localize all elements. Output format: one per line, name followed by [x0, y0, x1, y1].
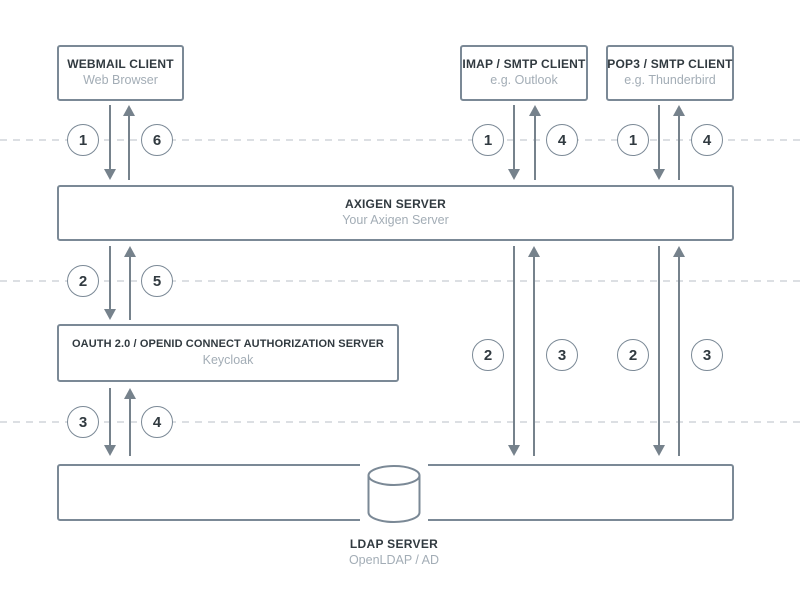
node-subtitle: e.g. Thunderbird: [624, 73, 716, 87]
arrow-up-icon: [673, 246, 685, 456]
lane-divider: [0, 421, 800, 423]
database-cylinder-icon: [360, 461, 428, 527]
node-title: IMAP / SMTP CLIENT: [462, 57, 586, 71]
step-badge: 2: [472, 339, 504, 371]
node-pop3-smtp-client: POP3 / SMTP CLIENT e.g. Thunderbird: [606, 45, 734, 101]
arrow-up-icon: [673, 105, 685, 180]
arrow-up-icon: [123, 105, 135, 180]
node-subtitle: e.g. Outlook: [490, 73, 558, 87]
step-badge: 4: [546, 124, 578, 156]
node-title: AXIGEN SERVER: [344, 197, 447, 211]
step-badge: 4: [691, 124, 723, 156]
step-badge: 2: [617, 339, 649, 371]
node-subtitle: OpenLDAP / AD: [348, 553, 440, 567]
arrow-up-icon: [528, 246, 540, 456]
arrow-down-icon: [104, 246, 116, 320]
step-badge: 3: [691, 339, 723, 371]
lane-divider: [0, 280, 800, 282]
node-imap-smtp-client: IMAP / SMTP CLIENT e.g. Outlook: [460, 45, 588, 101]
node-title: POP3 / SMTP CLIENT: [607, 57, 733, 71]
arrow-down-icon: [104, 105, 116, 180]
node-title: LDAP SERVER: [349, 537, 439, 551]
step-badge: 6: [141, 124, 173, 156]
step-badge: 2: [67, 265, 99, 297]
arrow-up-icon: [529, 105, 541, 180]
arrow-down-icon: [653, 246, 665, 456]
node-webmail-client: WEBMAIL CLIENT Web Browser: [57, 45, 184, 101]
node-subtitle: Web Browser: [83, 73, 158, 87]
node-title: OAUTH 2.0 / OPENID CONNECT AUTHORIZATION…: [72, 338, 384, 350]
lane-divider: [0, 139, 800, 141]
node-subtitle: Your Axigen Server: [342, 213, 449, 227]
step-badge: 5: [141, 265, 173, 297]
arrow-up-icon: [124, 388, 136, 456]
step-badge: 1: [472, 124, 504, 156]
node-axigen-server: AXIGEN SERVER Your Axigen Server: [57, 185, 734, 241]
node-title: WEBMAIL CLIENT: [67, 57, 174, 71]
arrow-down-icon: [508, 246, 520, 456]
arrow-up-icon: [124, 246, 136, 320]
arrow-down-icon: [104, 388, 116, 456]
node-subtitle: Keycloak: [202, 353, 254, 367]
arrow-down-icon: [653, 105, 665, 180]
node-oauth-authorization-server: OAUTH 2.0 / OPENID CONNECT AUTHORIZATION…: [57, 324, 399, 382]
step-badge: 1: [67, 124, 99, 156]
step-badge: 3: [546, 339, 578, 371]
ldap-server-label: LDAP SERVER OpenLDAP / AD: [294, 537, 494, 569]
step-badge: 3: [67, 406, 99, 438]
step-badge: 4: [141, 406, 173, 438]
arrow-down-icon: [508, 105, 520, 180]
step-badge: 1: [617, 124, 649, 156]
